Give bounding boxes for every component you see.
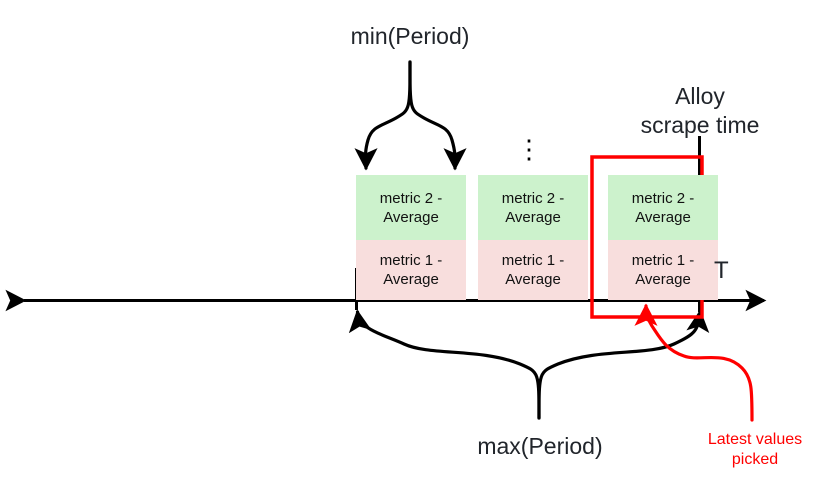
min-period-fork-arrow xyxy=(354,60,467,171)
metric-1-average-cell: metric 1 - Average xyxy=(608,240,718,300)
min-period-label: min(Period) xyxy=(350,23,470,49)
ellipsis-icon: ⋮ xyxy=(516,134,542,164)
time-axis-label: T xyxy=(714,257,729,284)
metric-1-average-cell: metric 1 - Average xyxy=(478,240,588,300)
alloy-scrape-time-label: Alloy scrape time xyxy=(640,83,760,138)
latest-values-picked-label: Latest values picked xyxy=(707,431,803,468)
metric-2-average-cell: metric 2 - Average xyxy=(608,175,718,240)
metric-1-average-cell: metric 1 - Average xyxy=(356,240,466,300)
metric-2-average-cell: metric 2 - Average xyxy=(478,175,588,240)
metric-block: metric 2 - Average metric 1 - Average xyxy=(356,175,466,300)
metric-2-average-cell: metric 2 - Average xyxy=(356,175,466,240)
latest-values-callout-arrow xyxy=(634,303,754,422)
metric-block: metric 2 - Average metric 1 - Average xyxy=(478,175,588,300)
max-period-label: max(Period) xyxy=(477,433,603,459)
metric-block: metric 2 - Average metric 1 - Average xyxy=(608,175,718,300)
max-period-fork-arrow xyxy=(348,309,710,420)
